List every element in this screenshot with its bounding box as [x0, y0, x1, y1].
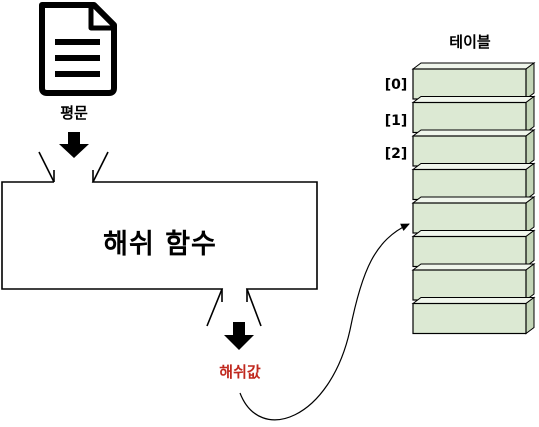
output-arrow-icon: [224, 322, 254, 350]
table-slot-top: [411, 196, 536, 204]
table-slot-side: [525, 62, 535, 100]
table-slot-side: [525, 296, 535, 335]
table-slot: [411, 296, 536, 335]
table-slot-top: [411, 62, 536, 70]
input-arrow-icon: [59, 132, 89, 158]
table-slot: [411, 95, 536, 134]
table-slot: [411, 196, 536, 234]
table-slot-front: [412, 235, 527, 268]
table-slot-side: [525, 196, 535, 234]
table-slot-top: [411, 96, 536, 103]
hash-value-label: 해쉬값: [219, 363, 261, 381]
table-slot-front: [412, 135, 527, 167]
table-slot-top: [411, 129, 536, 137]
table-slot-side: [525, 229, 535, 268]
slot-index-1: [1]: [384, 113, 408, 129]
slot-index-2: [2]: [384, 146, 408, 162]
table-slot-front: [412, 168, 527, 201]
table-slot-side: [525, 95, 535, 134]
mapping-curve-arrow: [239, 223, 410, 421]
hash-function-label: 해쉬 함수: [103, 229, 217, 260]
table-slot-front: [412, 302, 527, 335]
table-slot-front: [412, 68, 527, 100]
table-slot-front: [412, 269, 527, 301]
table-slot-top: [411, 263, 536, 271]
hash-table-slots: [411, 62, 536, 335]
hash-function-box: [1, 151, 318, 327]
table-slot-front: [412, 101, 527, 134]
table-slot-side: [525, 129, 535, 167]
slot-index-0: [0]: [384, 77, 408, 93]
table-slot-side: [525, 162, 535, 201]
table-slot-top: [411, 297, 536, 304]
table-slot-front: [412, 202, 527, 234]
document-icon: [39, 2, 117, 96]
table-slot: [411, 162, 536, 201]
table-slot: [411, 229, 536, 268]
table-slot: [411, 62, 536, 100]
table-slot-top: [411, 163, 536, 170]
table-slot-side: [525, 263, 535, 301]
table-slot-top: [411, 230, 536, 237]
plaintext-label: 평문: [60, 104, 88, 122]
table-slot: [411, 263, 536, 301]
table-title: 테이블: [449, 33, 491, 51]
table-slot: [411, 129, 536, 167]
